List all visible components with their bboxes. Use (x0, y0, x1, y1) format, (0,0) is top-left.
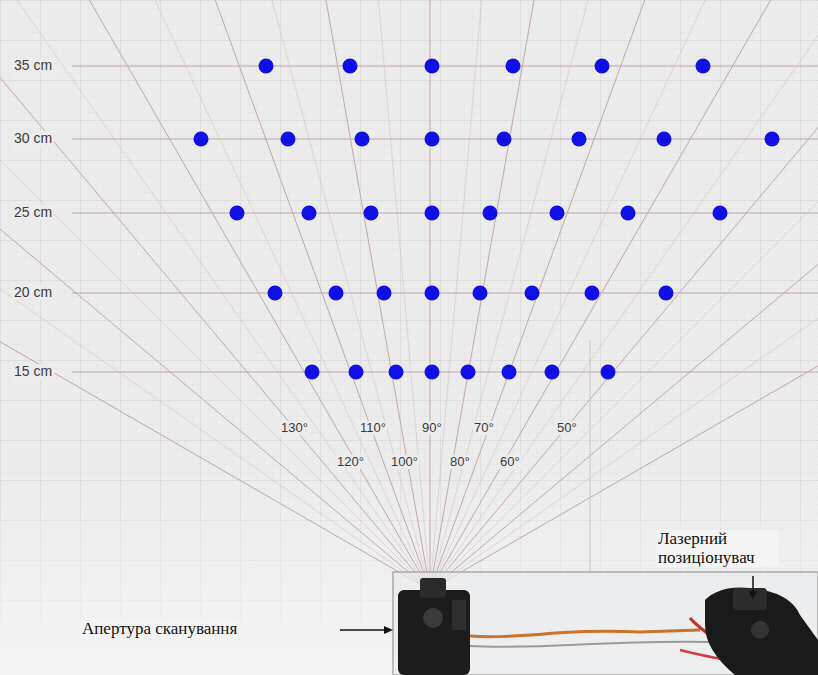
wire (470, 642, 710, 647)
angle-label: 60° (499, 455, 521, 469)
target-point (585, 286, 600, 301)
angle-ray (197, 0, 430, 590)
angle-ray (0, 74, 430, 590)
angle-ray (0, 0, 430, 590)
range-label: 15 cm (12, 364, 54, 379)
target-point (268, 286, 283, 301)
target-point (657, 132, 672, 147)
target-point (502, 365, 517, 380)
angle-ray (50, 0, 430, 590)
range-line (72, 371, 818, 372)
target-point (497, 132, 512, 147)
angle-rays (0, 0, 818, 590)
mounting-plate (393, 572, 818, 675)
angle-label: 50° (556, 421, 578, 435)
angle-ray (430, 0, 818, 590)
target-point (425, 206, 440, 221)
angle-label: 90° (421, 421, 443, 435)
target-point (259, 59, 274, 74)
angle-ray (430, 0, 818, 590)
target-point (355, 132, 370, 147)
angle-ray (430, 140, 818, 590)
leader-arrow (340, 626, 393, 634)
target-point (425, 286, 440, 301)
target-point (425, 365, 440, 380)
target-point (349, 365, 364, 380)
angle-ray (0, 0, 430, 590)
range-label: 30 cm (12, 131, 54, 146)
target-point (425, 59, 440, 74)
angle-label: 120° (336, 455, 365, 469)
target-point (572, 132, 587, 147)
target-points (194, 59, 780, 380)
laser-positioner (705, 588, 818, 675)
range-line (72, 292, 818, 293)
angle-ray (430, 0, 738, 590)
range-line (72, 138, 818, 139)
target-point (506, 59, 521, 74)
target-point (601, 365, 616, 380)
part-label: Лазерний позиціонувач (656, 530, 778, 567)
guide-line (590, 340, 591, 575)
part-label: Апертура сканування (80, 620, 239, 639)
angle-ray (430, 0, 663, 590)
range-label: 20 cm (12, 285, 54, 300)
target-point (305, 365, 320, 380)
target-point (525, 286, 540, 301)
range-label: 35 cm (12, 58, 54, 73)
target-point (765, 132, 780, 147)
angle-label: 100° (390, 455, 419, 469)
target-point (425, 132, 440, 147)
angle-ray (0, 0, 430, 590)
target-point (302, 206, 317, 221)
target-point (364, 206, 379, 221)
target-point (343, 59, 358, 74)
target-point (389, 365, 404, 380)
target-point (281, 132, 296, 147)
angle-ray (430, 0, 818, 590)
angle-label: 130° (280, 421, 309, 435)
target-point (696, 59, 711, 74)
range-label: 25 cm (12, 205, 54, 220)
target-point (194, 132, 209, 147)
target-point (329, 286, 344, 301)
angle-ray (0, 0, 430, 590)
target-point (461, 365, 476, 380)
target-point (483, 206, 498, 221)
target-point (713, 206, 728, 221)
angle-label: 80° (449, 455, 471, 469)
scanning-sensor (398, 578, 470, 675)
target-point (659, 286, 674, 301)
paper-fade (0, 470, 818, 675)
target-point (621, 206, 636, 221)
leader-arrow (749, 576, 757, 600)
angle-ray (0, 11, 430, 590)
angle-ray (430, 11, 818, 590)
angle-label: 110° (359, 421, 387, 435)
angle-ray (430, 0, 810, 590)
angle-ray (0, 140, 430, 590)
angle-ray (430, 74, 818, 590)
target-point (377, 286, 392, 301)
wire (470, 630, 700, 637)
target-point (545, 365, 560, 380)
target-point (550, 206, 565, 221)
angle-ray (430, 0, 818, 590)
range-line (72, 212, 818, 213)
angle-ray (352, 0, 430, 590)
angle-label: 70° (473, 421, 495, 435)
target-point (473, 286, 488, 301)
target-point (230, 206, 245, 221)
range-lines (72, 66, 818, 372)
target-point (595, 59, 610, 74)
angle-ray (430, 0, 508, 590)
